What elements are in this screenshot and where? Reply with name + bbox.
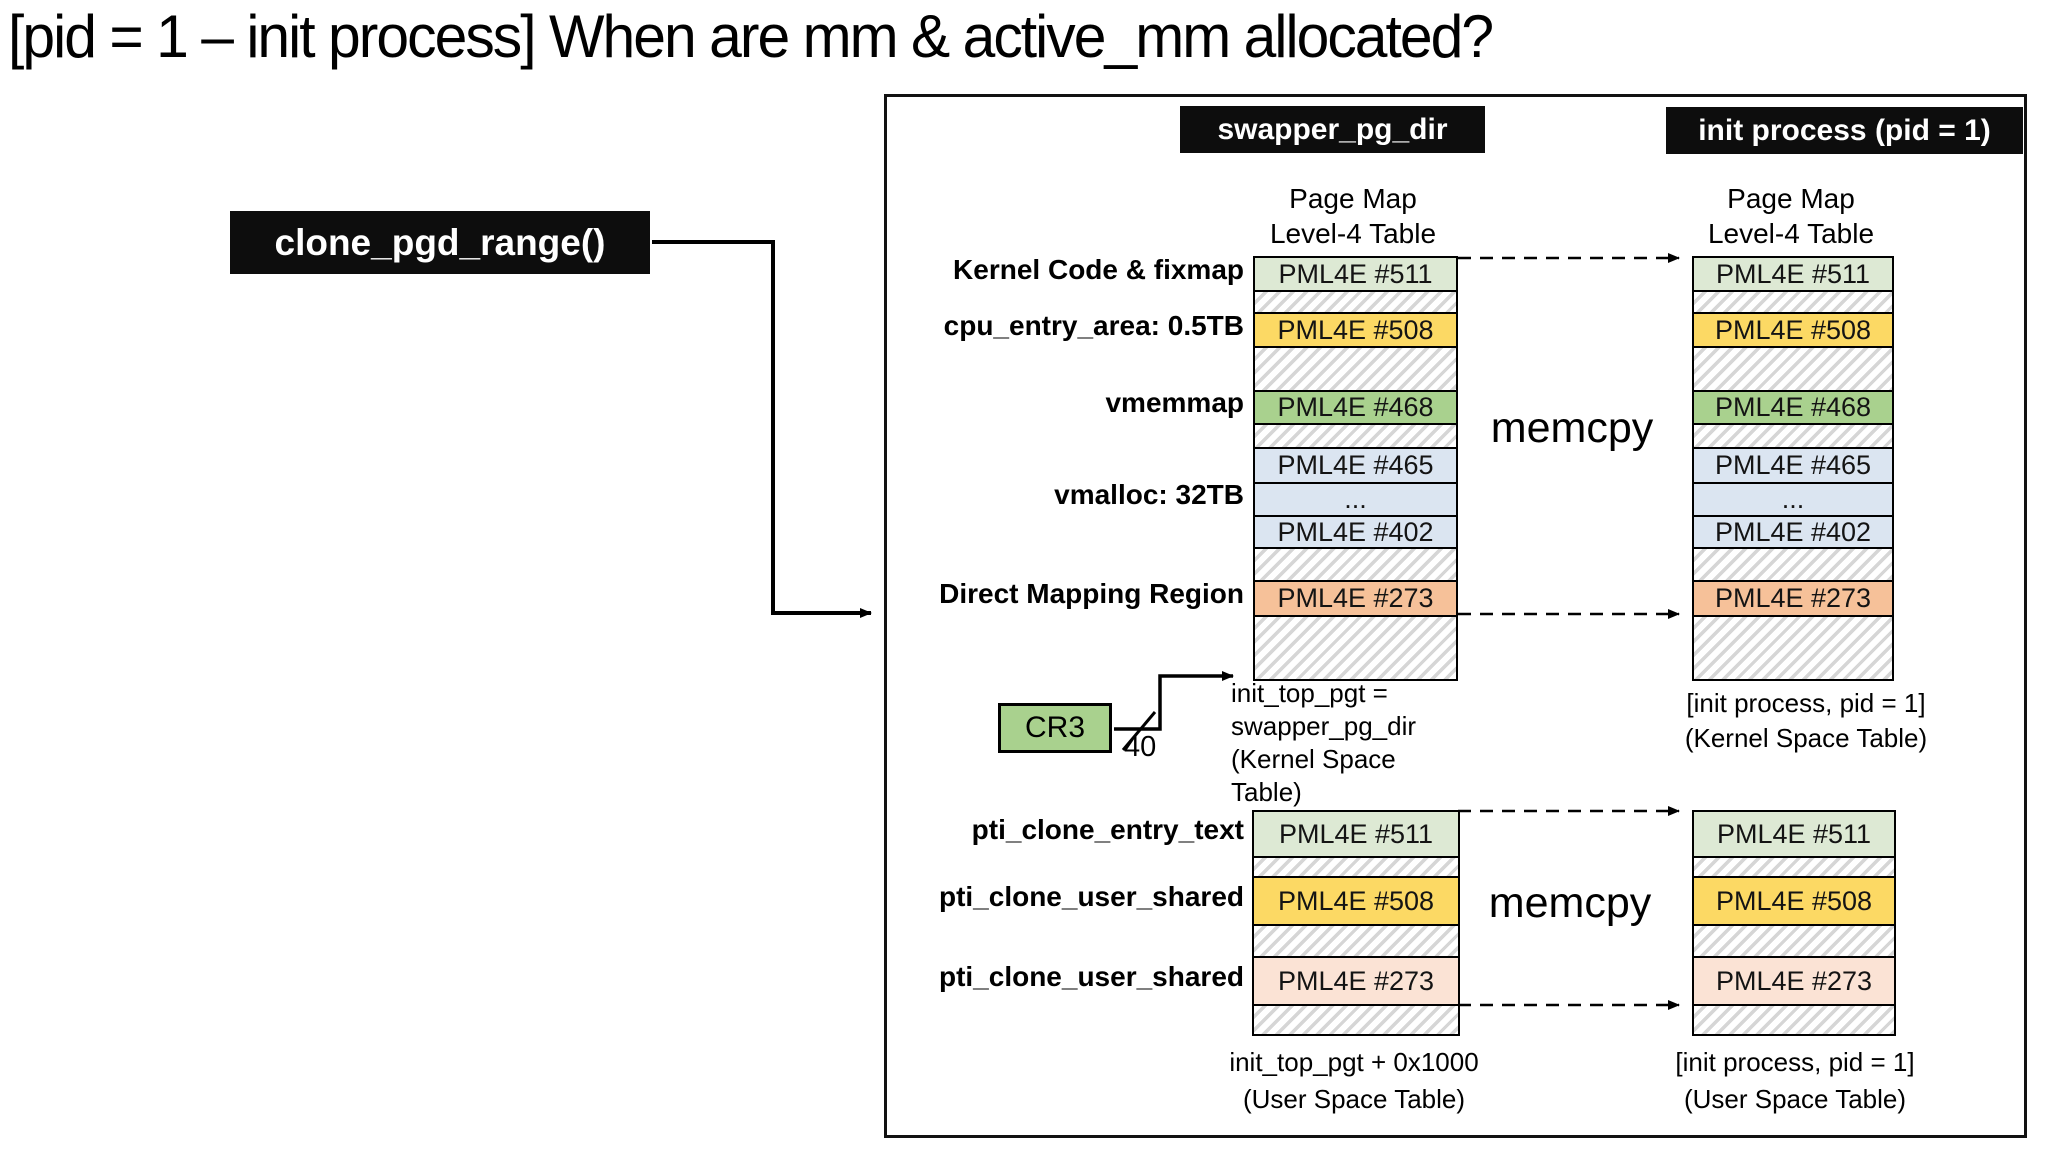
caption-line: Page Map (1727, 183, 1855, 214)
note-line: swapper_pg_dir (1231, 711, 1417, 741)
note-line: (Kernel Space Table) (1231, 744, 1396, 807)
note-line: [init process, pid = 1] (1675, 1047, 1915, 1077)
memcpy-label-lower: memcpy (1488, 879, 1652, 927)
pml4e-row: PML4E #402 (1255, 517, 1456, 549)
note-init-process-user: [init process, pid = 1] (User Space Table… (1665, 1044, 1925, 1118)
note-line: [init process, pid = 1] (1686, 688, 1926, 718)
pml4e-row: ... (1255, 484, 1456, 517)
pml4e-row-unused (1255, 425, 1456, 449)
pml4e-row: PML4E #511 (1694, 812, 1894, 858)
pml4e-row-unused (1254, 1006, 1458, 1034)
pml4e-row: PML4E #511 (1255, 258, 1456, 292)
note-line: (User Space Table) (1242, 1084, 1466, 1114)
pml4e-row-unused (1255, 549, 1456, 582)
pml4e-row: PML4E #508 (1694, 314, 1892, 348)
pml4e-row: PML4E #511 (1694, 258, 1892, 292)
slide-title: [pid = 1 – init process] When are mm & a… (8, 3, 1494, 70)
pml4e-row: PML4E #508 (1694, 878, 1894, 926)
pml4e-row: PML4E #511 (1254, 812, 1458, 858)
pml4e-row-unused (1255, 348, 1456, 392)
note-line: init_top_pgt + 0x1000 (1229, 1047, 1479, 1077)
pml4e-row-unused (1694, 1006, 1894, 1034)
pml4e-row: PML4E #402 (1694, 517, 1892, 549)
pml4e-row-unused (1255, 617, 1456, 679)
memcpy-label-upper: memcpy (1490, 404, 1654, 452)
pml4e-row: PML4E #468 (1255, 392, 1456, 425)
pml4e-row: PML4E #465 (1255, 449, 1456, 484)
cr3-register-box: CR3 (998, 703, 1112, 753)
caption-line: Level-4 Table (1707, 218, 1875, 249)
pml4e-row: PML4E #508 (1255, 314, 1456, 348)
note-line: (Kernel Space Table) (1684, 723, 1928, 753)
bus-width-label: 40 (1124, 731, 1157, 763)
note-line: (User Space Table) (1683, 1084, 1907, 1114)
diagram-frame (884, 94, 2027, 1138)
note-init-top-pgt-kernel: init_top_pgt =swapper_pg_dir(Kernel Spac… (1231, 677, 1471, 809)
pml4e-row: PML4E #273 (1255, 582, 1456, 617)
pml4e-row-unused (1254, 858, 1458, 878)
page-map-caption-right: Page Map Level-4 Table (1691, 181, 1891, 251)
pml4e-row: PML4E #508 (1254, 878, 1458, 926)
caption-line: Page Map (1289, 183, 1417, 214)
pml4e-row: PML4E #273 (1694, 958, 1894, 1006)
pml4e-row-unused (1254, 926, 1458, 958)
pml4e-row-unused (1694, 292, 1892, 314)
page-map-caption-left: Page Map Level-4 Table (1253, 181, 1453, 251)
pml4e-row-unused (1694, 617, 1892, 679)
pml4e-row-unused (1255, 292, 1456, 314)
clone-connector-arrow (652, 240, 872, 618)
caption-line: Level-4 Table (1269, 218, 1437, 249)
note-line: init_top_pgt = (1231, 678, 1388, 708)
pml4e-row-unused (1694, 549, 1892, 582)
pml4e-row: PML4E #273 (1694, 582, 1892, 617)
init-process-header: init process (pid = 1) (1666, 107, 2023, 154)
clone-pgd-range-label: clone_pgd_range() (230, 211, 650, 274)
pml4e-row: PML4E #465 (1694, 449, 1892, 484)
pml4e-row: PML4E #273 (1254, 958, 1458, 1006)
pml4e-row-unused (1694, 926, 1894, 958)
pml4e-row-unused (1694, 858, 1894, 878)
pml4e-row-unused (1694, 425, 1892, 449)
note-init-process-kernel: [init process, pid = 1] (Kernel Space Tab… (1666, 686, 1946, 756)
swapper-pg-dir-header: swapper_pg_dir (1180, 106, 1485, 153)
pml4e-row: ... (1694, 484, 1892, 517)
pml4e-row-unused (1694, 348, 1892, 392)
note-init-top-pgt-user: init_top_pgt + 0x1000 (User Space Table) (1224, 1044, 1484, 1118)
pml4e-row: PML4E #468 (1694, 392, 1892, 425)
